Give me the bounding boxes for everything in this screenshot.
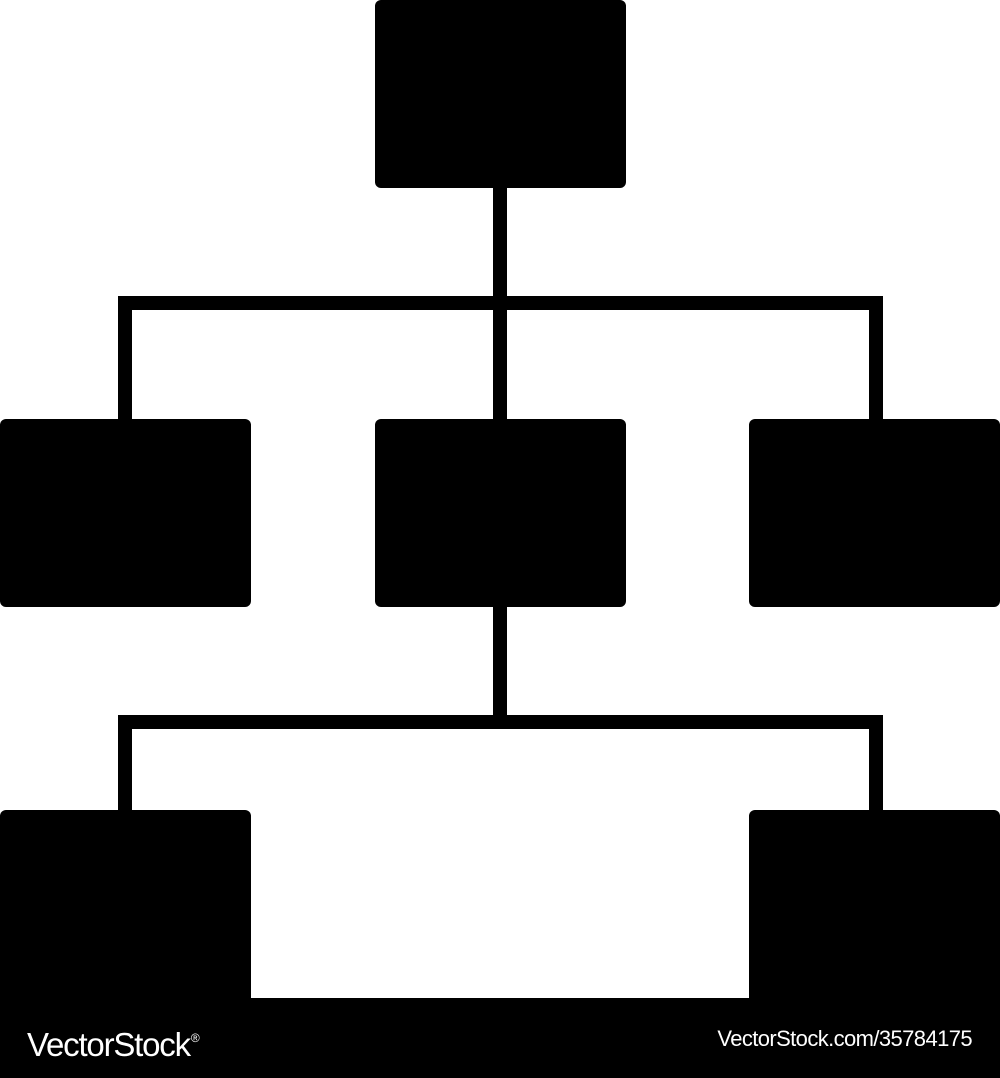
watermark-bar: VectorStock® VectorStock.com/35784175 — [0, 998, 1000, 1078]
node-level3-left — [0, 810, 251, 998]
watermark-brand-name: VectorStock — [27, 1026, 191, 1063]
connector-root-trunk — [493, 185, 507, 305]
connector-level3-bar — [118, 715, 883, 729]
connector-level2-center-drop — [493, 296, 507, 426]
watermark-brand: VectorStock® — [27, 1018, 200, 1065]
org-chart-diagram — [0, 0, 1000, 998]
node-level2-center — [375, 419, 626, 607]
connector-level3-right-drop — [869, 715, 883, 815]
watermark-image-id: VectorStock.com/35784175 — [717, 1026, 972, 1051]
node-root — [375, 0, 626, 188]
node-level3-right — [749, 810, 1000, 998]
node-level2-right — [749, 419, 1000, 607]
connector-level2-left-drop — [118, 296, 132, 426]
watermark-registered-mark: ® — [190, 1031, 200, 1045]
connector-level3-left-drop — [118, 715, 132, 815]
connector-middle-trunk — [493, 604, 507, 724]
connector-level2-right-drop — [869, 296, 883, 426]
node-level2-left — [0, 419, 251, 607]
